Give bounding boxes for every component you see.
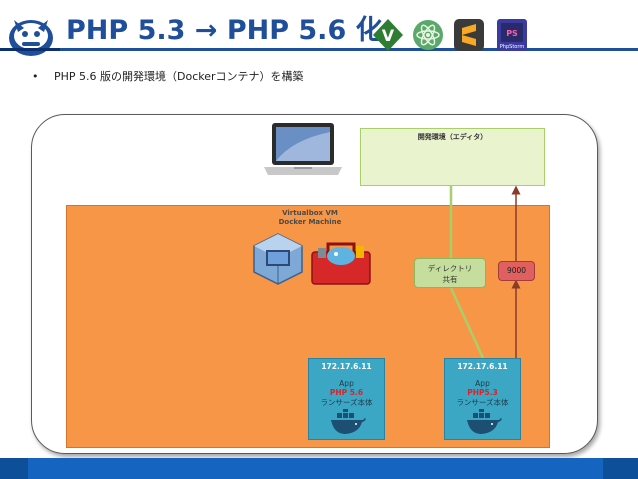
container-body: ランサーズ本体 <box>320 398 373 407</box>
vm-label-line2: Docker Machine <box>278 218 342 226</box>
svg-text:PS: PS <box>506 29 518 38</box>
container-app: App <box>339 379 354 388</box>
container-php56: 172.17.6.11 App PHP 5.6 ランサーズ本体 <box>308 358 385 440</box>
lancers-mascot-logo <box>9 20 53 56</box>
phpstorm-icon: PS PhpStorm <box>497 19 527 51</box>
container-ip: 172.17.6.11 <box>321 362 372 371</box>
docker-whale-icon <box>467 409 502 434</box>
share-line1: ディレクトリ <box>427 264 473 273</box>
port-box: 9000 <box>498 261 535 281</box>
container-ip: 172.17.6.11 <box>457 362 508 371</box>
container-app: App <box>475 379 490 388</box>
phpstorm-label: PhpStorm <box>500 44 525 50</box>
container-php53: 172.17.6.11 App PHP5.3 ランサーズ本体 <box>444 358 521 440</box>
share-line2: 共有 <box>442 275 458 284</box>
vm-label-line1: Virtualbox VM <box>282 209 338 217</box>
directory-share-box: ディレクトリ 共有 <box>414 258 486 288</box>
title-divider <box>0 48 638 51</box>
bullet-marker: • <box>32 70 39 83</box>
editor-label: 開発環境（エディタ） <box>417 133 488 141</box>
footer-accent-right <box>603 458 638 479</box>
atom-icon <box>413 20 443 50</box>
docker-whale-icon <box>331 409 366 434</box>
docker-toolbox-icon <box>311 242 371 285</box>
title-divider-accent <box>0 48 60 51</box>
bullet-text: PHP 5.6 版の開発環境（Dockerコンテナ）を構築 <box>54 70 304 83</box>
footer-accent-left <box>0 458 28 479</box>
sublime-text-icon <box>454 19 484 51</box>
footer-bar <box>0 458 638 479</box>
vm-label: Virtualbox VM Docker Machine <box>265 209 355 227</box>
vim-icon: V <box>373 19 403 51</box>
virtualbox-icon <box>253 233 303 285</box>
container-version: PHP5.3 <box>467 388 498 397</box>
footer-copyright: © 2017 for LANCERS, inc All Rights Reser… <box>205 4 433 15</box>
bullet-item: • PHP 5.6 版の開発環境（Dockerコンテナ）を構築 <box>32 68 304 84</box>
vim-letter: V <box>382 26 395 45</box>
container-body: ランサーズ本体 <box>456 398 509 407</box>
editor-environment-box: 開発環境（エディタ） <box>360 128 545 186</box>
container-version: PHP 5.6 <box>329 388 364 397</box>
laptop-icon <box>264 123 342 175</box>
slide-title: PHP 5.3 → PHP 5.6 化 <box>66 15 383 46</box>
